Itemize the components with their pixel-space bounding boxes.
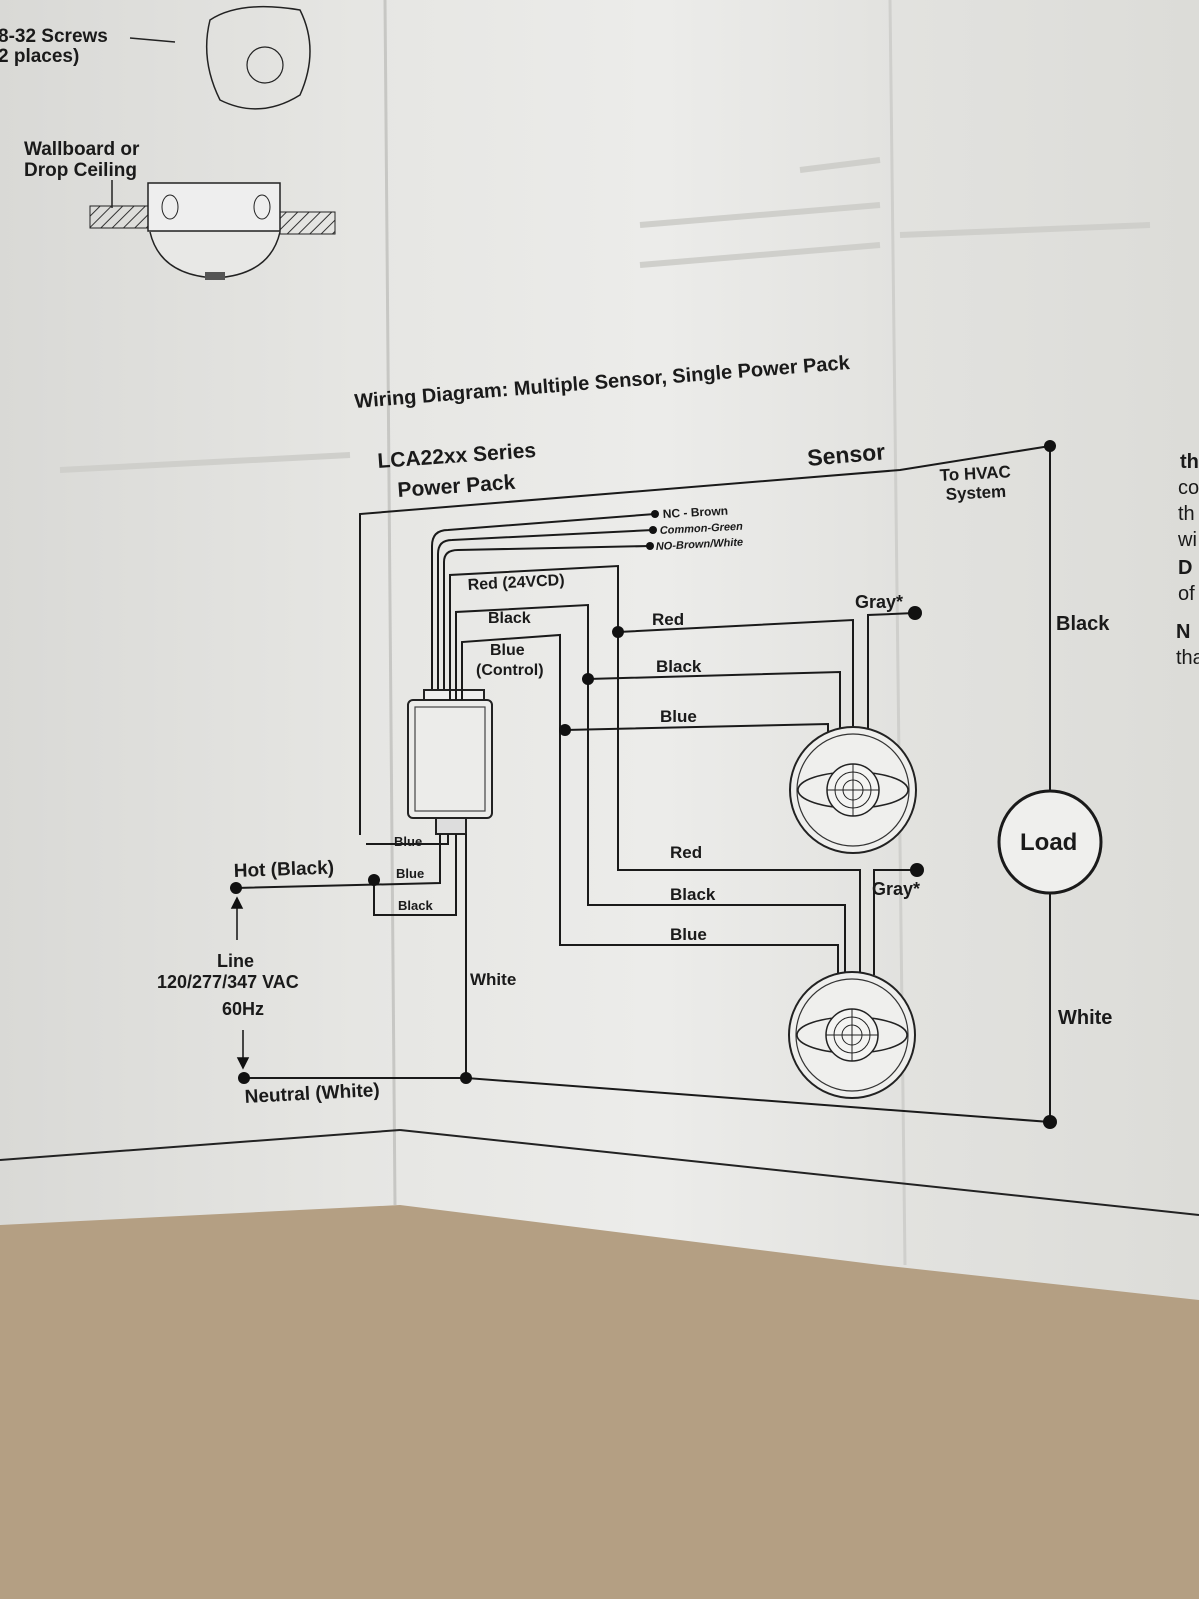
screws-label: 8-32 Screws [0, 26, 108, 47]
relay-terminal [649, 526, 657, 534]
sensor1-black-label: Black [656, 657, 702, 676]
relay-terminal [651, 510, 659, 518]
load-label: Load [1020, 829, 1077, 856]
faint-bleed-through-text [59, 157, 1151, 473]
right-edge-fragment: th [1178, 503, 1195, 525]
hot-terminal [230, 882, 242, 894]
wire-junction [559, 724, 571, 736]
right-edge-text: th co th wi D of N tha [1176, 451, 1199, 669]
line-label: Line [217, 951, 254, 971]
power-pack-black-lead-label: Black [398, 898, 433, 913]
right-edge-fragment: th [1180, 451, 1199, 473]
sensor2-blue-label: Blue [670, 925, 707, 944]
line-voltage-label: 120/277/347 VAC [157, 972, 299, 992]
mount-label: Wallboard or [24, 139, 140, 160]
right-edge-fragment: co [1178, 477, 1199, 499]
neutral-terminal [238, 1072, 250, 1084]
relay-no-label: NO-Brown/White [656, 536, 744, 553]
load-white-label: White [1058, 1007, 1112, 1029]
load-black-label: Black [1056, 613, 1110, 635]
neutral-junction [460, 1072, 472, 1084]
relay-common-label: Common-Green [660, 521, 744, 537]
blue-control-label: Blue [490, 642, 525, 659]
sensor2-black-label: Black [670, 885, 716, 904]
right-edge-fragment: tha [1176, 647, 1199, 669]
paper-fold [383, 0, 397, 1206]
gray-terminal [908, 606, 922, 620]
mount-label: Drop Ceiling [24, 160, 137, 181]
blue-control-label: (Control) [476, 662, 544, 679]
hot-junction [368, 874, 380, 886]
page-border [0, 1129, 401, 1161]
wire-junction [582, 673, 594, 685]
gray-terminal [910, 863, 924, 877]
sensor-mount-illustration: 8-32 Screws 2 places) Wallboard or Drop … [0, 5, 336, 280]
hot-label: Hot (Black) [233, 858, 334, 882]
sensor1-red-label: Red [652, 610, 684, 629]
load-terminal [1043, 1115, 1057, 1129]
wire-junction [612, 626, 624, 638]
line-frequency-label: 60Hz [222, 999, 264, 1019]
power-pack-blue-lead-label: Blue [396, 866, 424, 881]
line-arrows [230, 896, 250, 1070]
hvac-label: To HVAC [939, 462, 1011, 485]
screws-label: 2 places) [0, 46, 79, 67]
occupancy-sensor-2 [788, 971, 916, 1099]
load-symbol [997, 789, 1103, 895]
load-terminal [1044, 440, 1056, 452]
sensor1-gray-label: Gray* [855, 592, 903, 612]
hvac-label: System [945, 482, 1006, 504]
page-border [399, 1129, 1199, 1216]
red-24vcd-label: Red (24VCD) [467, 572, 565, 594]
sensor2-gray-label: Gray* [872, 879, 920, 899]
relay-terminal [646, 542, 654, 550]
relay-wires [359, 445, 1051, 835]
right-edge-fragment: of [1178, 583, 1195, 605]
relay-nc-label: NC - Brown [662, 504, 728, 521]
right-edge-fragment: D [1178, 557, 1192, 579]
occupancy-sensor-1 [789, 726, 917, 854]
right-edge-fragment: wi [1177, 529, 1197, 551]
black-pp-label: Black [488, 610, 531, 627]
power-pack-unit [407, 689, 493, 835]
sensor1-blue-label: Blue [660, 707, 697, 726]
white-wire-label: White [470, 970, 516, 989]
right-edge-fragment: N [1176, 621, 1190, 643]
paper-sheet [0, 0, 1199, 1300]
sensor2-red-label: Red [670, 843, 702, 862]
power-pack-blue-lead-label: Blue [394, 834, 422, 849]
